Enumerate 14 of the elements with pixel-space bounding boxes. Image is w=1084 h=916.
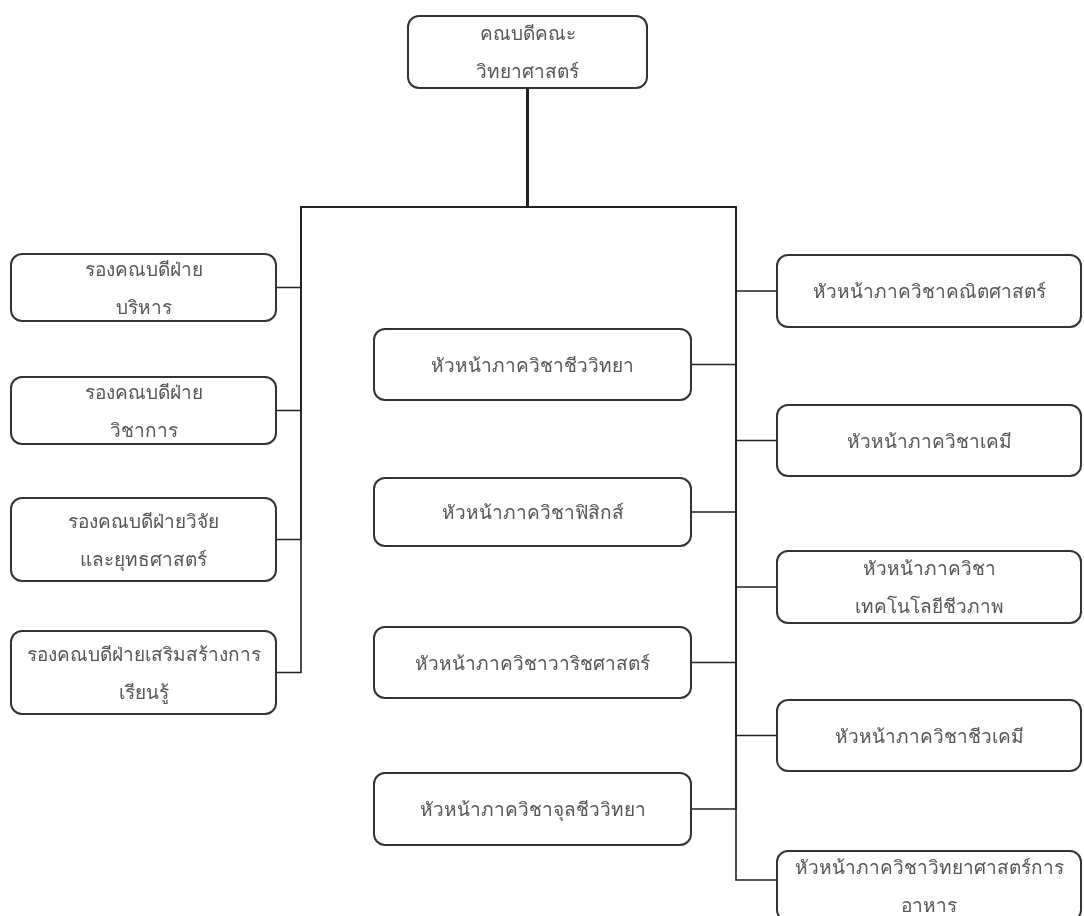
position-box: หัวหน้าภาควิชาวาริชศาสตร์	[373, 626, 692, 699]
position-box: หัวหน้าภาควิชาเคมี	[776, 404, 1082, 477]
position-box: หัวหน้าภาควิชาคณิตศาสตร์	[776, 254, 1082, 328]
position-box: หัวหน้าภาควิชาชีววิทยา	[373, 328, 692, 401]
position-box: หัวหน้าภาควิชาวิทยาศาสตร์การอาหาร	[776, 850, 1082, 916]
position-box: รองคณบดีฝ่ายวิชาการ	[10, 376, 277, 445]
position-box: หัวหน้าภาควิชาฟิสิกส์	[373, 477, 692, 547]
position-box: หัวหน้าภาควิชาเทคโนโลยีชีวภาพ	[776, 550, 1082, 624]
position-box: รองคณบดีฝ่ายเสริมสร้างการเรียนรู้	[10, 630, 277, 715]
position-box: รองคณบดีฝ่ายบริหาร	[10, 253, 277, 322]
position-box: คณบดีคณะวิทยาศาสตร์	[407, 15, 648, 89]
position-box: หัวหน้าภาควิชาชีวเคมี	[776, 699, 1082, 772]
position-box: รองคณบดีฝ่ายวิจัยและยุทธศาสตร์	[10, 497, 277, 582]
position-box: หัวหน้าภาควิชาจุลชีววิทยา	[373, 772, 692, 846]
